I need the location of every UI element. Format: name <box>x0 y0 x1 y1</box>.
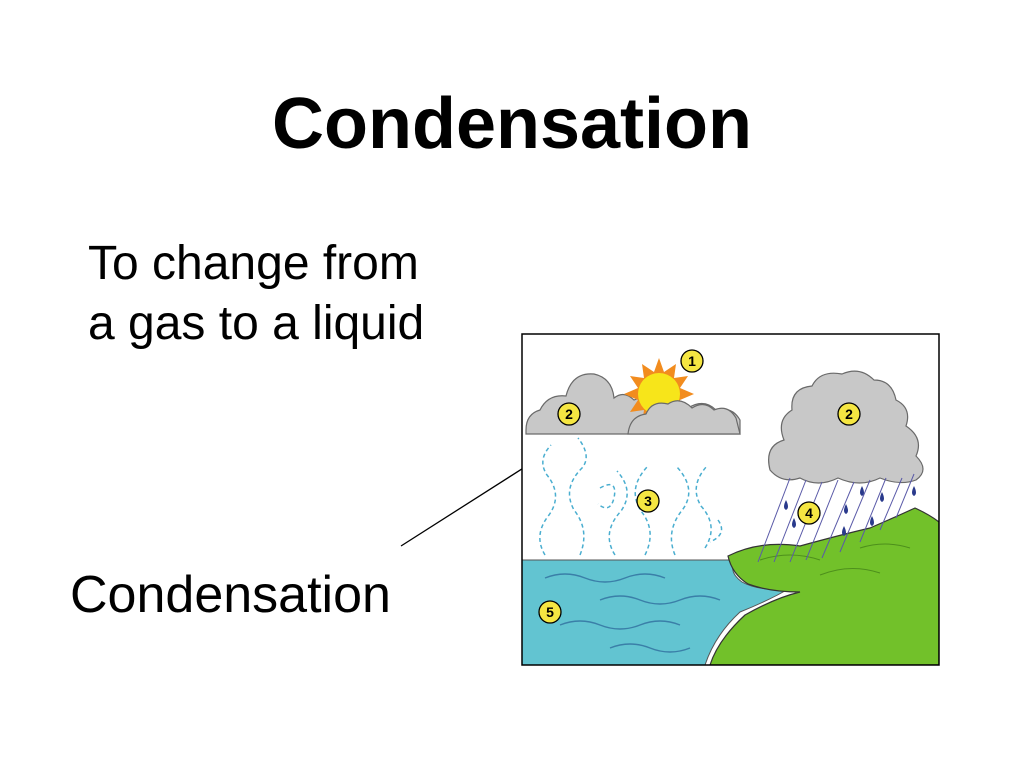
svg-text:4: 4 <box>805 505 813 521</box>
marker-1: 1 <box>680 349 704 373</box>
water-waves <box>544 573 721 653</box>
rain-drops <box>784 486 916 536</box>
storm-cloud <box>768 370 924 484</box>
marker-3: 3 <box>636 489 660 513</box>
marker-2-left-cloud: 2 <box>557 402 581 426</box>
svg-text:2: 2 <box>565 406 573 422</box>
svg-text:1: 1 <box>688 353 696 369</box>
definition-line-2: a gas to a liquid <box>88 297 425 350</box>
svg-text:3: 3 <box>644 493 652 509</box>
definition-text: To change from a gas to a liquid <box>88 234 424 354</box>
svg-text:2: 2 <box>845 406 853 422</box>
marker-4: 4 <box>797 501 821 525</box>
evaporation-vapor <box>539 437 723 556</box>
marker-5: 5 <box>538 600 562 624</box>
svg-text:5: 5 <box>546 604 554 620</box>
definition-line-1: To change from <box>88 237 419 290</box>
marker-2-storm-cloud: 2 <box>837 402 861 426</box>
slide-title: Condensation <box>272 84 752 164</box>
condensation-callout-label: Condensation <box>70 566 391 624</box>
diagram-frame <box>521 333 940 666</box>
land-hills <box>709 507 939 665</box>
